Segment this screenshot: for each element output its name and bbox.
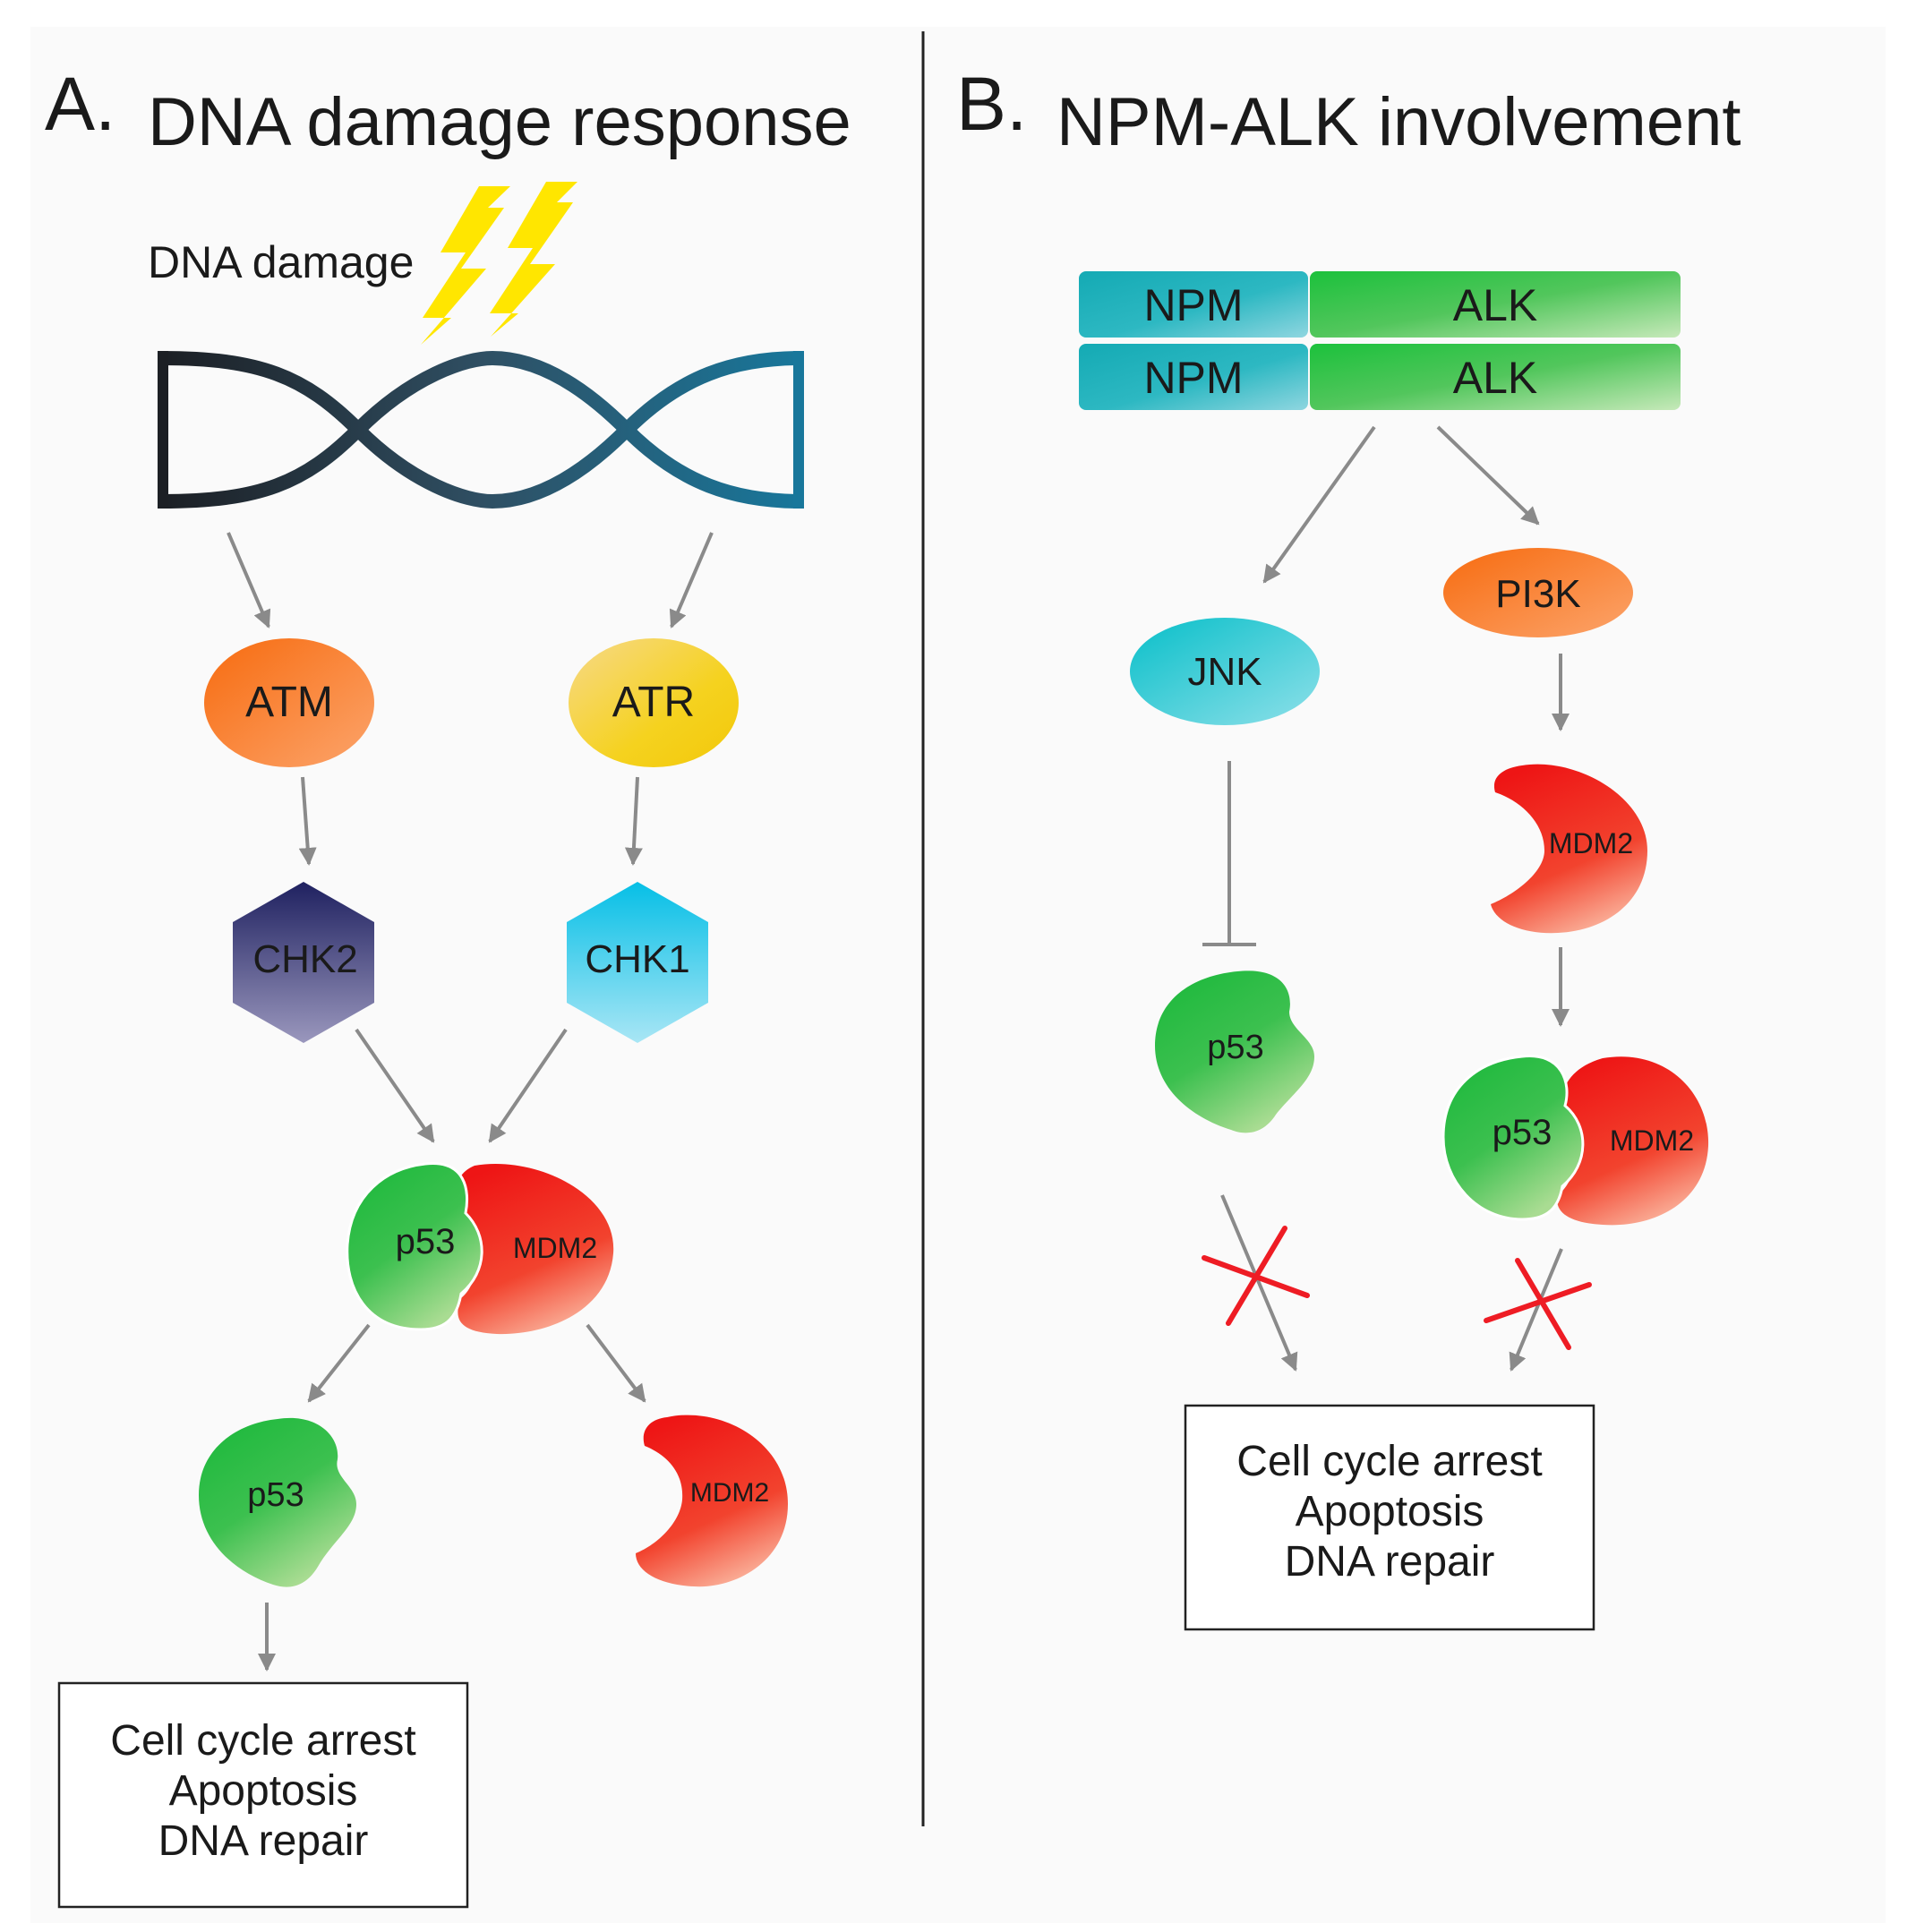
- mdm2-shape-b: [1491, 764, 1647, 934]
- arrow-complex-to-outcome-blocked: [1509, 1248, 1563, 1372]
- outcome-b-line-3: DNA repair: [1285, 1538, 1495, 1586]
- mdm2-label-b: MDM2: [1549, 827, 1633, 859]
- jnk-label: JNK: [1187, 650, 1262, 694]
- complex-mdm2-shape: [455, 1164, 614, 1335]
- lightning-bolt-icon: [421, 182, 577, 345]
- complex-b-mdm2-shape: [1557, 1056, 1709, 1226]
- alk-top-label: ALK: [1453, 280, 1538, 330]
- p53-label-b: p53: [1207, 1029, 1263, 1066]
- complex-mdm2-label: MDM2: [513, 1232, 597, 1264]
- panel-b-title: NPM-ALK involvement: [1056, 84, 1741, 160]
- arrow-chk1-to-complex: [488, 1028, 568, 1143]
- outcome-box-b: Cell cycle arrest Apoptosis DNA repair: [1184, 1404, 1595, 1631]
- npm-top-label: NPM: [1143, 280, 1243, 330]
- alk-bottom-bar: [1310, 344, 1681, 410]
- alk-bottom-label: ALK: [1453, 353, 1538, 403]
- outcome-a-line-1: Cell cycle arrest: [110, 1717, 415, 1765]
- arrow-complex-to-mdm2: [586, 1323, 646, 1403]
- panel-a: A. DNA damage response DNA damage: [45, 62, 851, 1909]
- npm-bottom-bar: [1079, 344, 1308, 410]
- alk-top-bar: [1310, 271, 1681, 338]
- complex-b-p53-shape: [1441, 1055, 1585, 1221]
- npm-alk-dimer: NPM ALK NPM ALK: [1079, 271, 1681, 410]
- free-mdm2-label: MDM2: [690, 1478, 769, 1508]
- free-p53-label: p53: [247, 1476, 304, 1514]
- p53-mdm2-complex: p53 MDM2: [346, 1162, 614, 1335]
- free-p53-shape: [199, 1417, 356, 1587]
- chk1-node: [567, 882, 708, 1043]
- panel-a-title: DNA damage response: [148, 84, 851, 160]
- atr-node: [569, 638, 739, 767]
- free-mdm2: MDM2: [636, 1415, 788, 1587]
- arrow-complex-to-p53: [307, 1323, 371, 1403]
- complex-b-p53-label: p53: [1493, 1113, 1552, 1152]
- panel-a-arrows: [227, 532, 714, 1671]
- npm-bottom-label: NPM: [1143, 353, 1243, 403]
- outcome-b-line-2: Apoptosis: [1296, 1488, 1484, 1535]
- arrow-dna-to-atm: [227, 532, 271, 628]
- outcome-a-line-2: Apoptosis: [169, 1767, 358, 1815]
- mdm2-node-b: MDM2: [1491, 764, 1647, 934]
- chk1-label: CHK1: [585, 937, 689, 981]
- pi3k-node: [1443, 548, 1633, 637]
- outcome-a-line-3: DNA repair: [158, 1817, 369, 1865]
- outcome-b-line-1: Cell cycle arrest: [1236, 1438, 1542, 1485]
- panel-b-arrows: [1202, 425, 1570, 1372]
- dna-helix-icon: [158, 350, 804, 509]
- panel-a-letter: A.: [45, 62, 115, 146]
- arrow-alk-to-pi3k: [1436, 425, 1540, 526]
- free-p53: p53: [199, 1417, 356, 1587]
- free-mdm2-shape: [636, 1415, 788, 1587]
- arrow-chk2-to-complex: [355, 1028, 435, 1143]
- atm-label: ATM: [245, 679, 333, 726]
- p53-mdm2-complex-b: p53 MDM2: [1441, 1055, 1709, 1226]
- dna-damage-label: DNA damage: [148, 237, 414, 287]
- pi3k-label: PI3K: [1495, 572, 1580, 616]
- p53-shape-b: [1155, 970, 1314, 1133]
- p53-node-b: p53: [1155, 970, 1314, 1133]
- block-x-icon: [1202, 1226, 1310, 1326]
- atr-label: ATR: [612, 679, 695, 726]
- atm-node: [204, 638, 374, 767]
- arrow-alk-to-jnk: [1262, 425, 1376, 584]
- arrow-dna-to-atr: [669, 532, 714, 628]
- chk2-node: [233, 882, 374, 1043]
- complex-b-mdm2-label: MDM2: [1610, 1124, 1694, 1157]
- complex-p53-shape: [346, 1162, 483, 1331]
- outcome-box-a: Cell cycle arrest Apoptosis DNA repair: [57, 1681, 469, 1909]
- jnk-node: [1130, 618, 1320, 725]
- arrow-atr-to-chk1: [624, 776, 643, 866]
- npm-top-bar: [1079, 271, 1308, 338]
- block-x-icon: [1484, 1258, 1592, 1350]
- panel-b: B. NPM-ALK involvement NPM ALK NPM ALK: [956, 62, 1741, 1631]
- arrow-atm-to-chk2: [298, 776, 317, 866]
- chk2-label: CHK2: [252, 937, 357, 981]
- arrow-p53-to-outcome-blocked: [1220, 1194, 1298, 1372]
- panel-b-letter: B.: [956, 62, 1027, 146]
- complex-p53-label: p53: [396, 1222, 456, 1261]
